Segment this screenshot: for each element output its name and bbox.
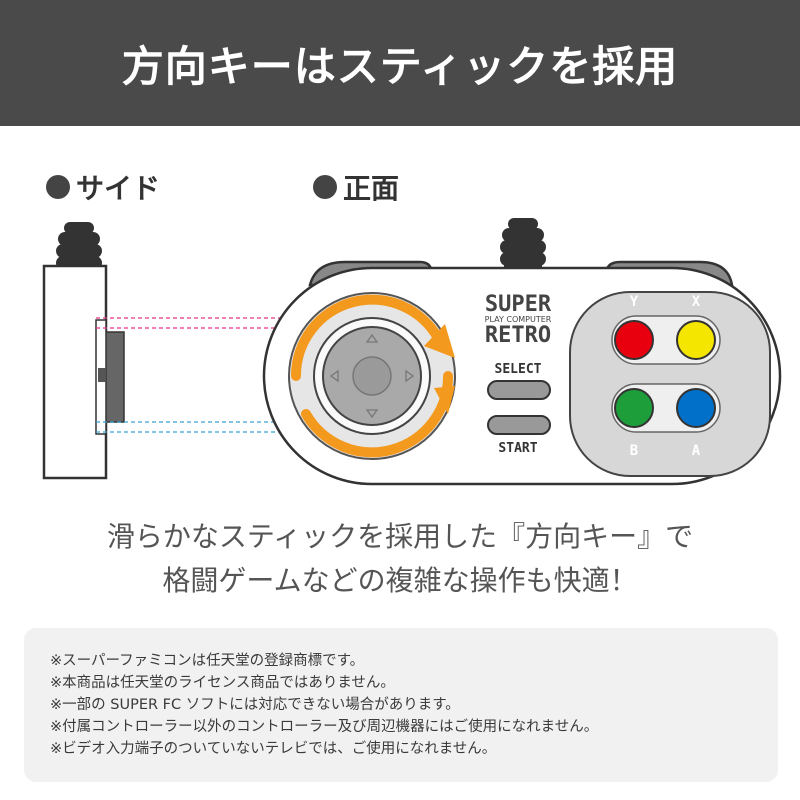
side-view-label: サイド (46, 167, 160, 207)
side-stick-profile (103, 331, 125, 423)
note-item: ※本商品は任天堂のライセンス商品ではありません。 (50, 675, 395, 691)
logo-retro: RETRO (485, 323, 551, 348)
front-view-text: 正面 (343, 172, 400, 205)
note-item: ※付属コントローラー以外のコントローラー及び周辺機器にはご使用になれません。 (50, 719, 599, 735)
button-y[interactable] (614, 320, 654, 360)
bullet-icon (46, 175, 70, 199)
select-label: SELECT (495, 362, 542, 377)
description-line-1: 滑らかなスティックを採用した『方向キー』で (106, 520, 694, 553)
note-item: ※スーパーファミコンは任天堂の登録商標です。 (50, 653, 365, 669)
select-button[interactable] (487, 380, 551, 400)
logo-play-computer: PLAY COMPUTER (485, 315, 552, 324)
notes-box: ※スーパーファミコンは任天堂の登録商標です。 ※本商品は任天堂のライセンス商品で… (24, 628, 778, 782)
note-item: ※一部の SUPER FC ソフトには対応できない場合があります。 (50, 697, 460, 713)
button-x-label: X (692, 294, 701, 310)
header-banner: 方向キーはスティックを採用 (0, 0, 800, 126)
front-cable-icon (500, 218, 546, 274)
button-b[interactable] (614, 388, 654, 428)
button-y-label: Y (630, 294, 639, 310)
controller-illustration: SUPER PLAY COMPUTER RETRO SELECT START Y… (42, 218, 782, 486)
button-b-label: B (630, 443, 638, 459)
front-view-label: 正面 (313, 167, 399, 207)
note-item: ※ビデオ入力端子のついていないテレビでは、ご使用になれません。 (50, 741, 497, 757)
button-a[interactable] (676, 388, 716, 428)
start-button[interactable] (487, 415, 551, 435)
button-x[interactable] (676, 320, 716, 360)
description: 滑らかなスティックを採用した『方向キー』で 格闘ゲームなどの複雑な操作も快適！ (0, 515, 800, 603)
logo-super: SUPER (485, 292, 552, 317)
bullet-icon (313, 175, 337, 199)
description-line-2: 格闘ゲームなどの複雑な操作も快適！ (162, 564, 638, 597)
side-view-text: サイド (76, 172, 161, 205)
banner-title: 方向キーはスティックを採用 (121, 41, 679, 91)
button-a-label: A (692, 443, 701, 459)
side-cable-icon (56, 222, 102, 270)
start-label: START (498, 441, 537, 456)
rotation-arrow-icon (290, 294, 455, 458)
